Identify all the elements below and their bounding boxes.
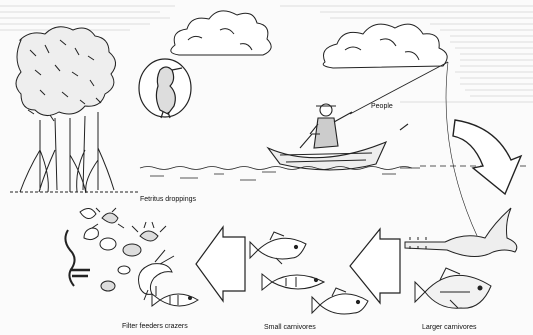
label-people: People: [371, 103, 393, 110]
small-carnivore-fish: [250, 232, 368, 314]
large-fish-icon: [415, 268, 491, 308]
fish-small-bottom-icon: [152, 294, 198, 306]
cloud-right: [323, 24, 447, 68]
chevron-arrow-right: [350, 229, 400, 303]
label-larger-carnivores: Larger carnivores: [422, 324, 477, 331]
shrimp-icon: [139, 250, 175, 300]
fisherman-in-boat: [268, 62, 478, 238]
cloud-left: [171, 11, 271, 55]
chevron-arrow-left: [196, 227, 245, 301]
mangrove-tree: [10, 27, 140, 193]
heron-icon: [139, 59, 191, 118]
label-filter-feeders: Filter feeders crazers: [122, 323, 188, 330]
bleed-through-text: [30, 224, 32, 230]
label-small-carnivores: Small carnivores: [264, 324, 316, 331]
sawfish-icon: [405, 208, 517, 257]
descending-arrow: [453, 120, 521, 194]
label-detritus: Fetritus droppings: [140, 196, 197, 203]
